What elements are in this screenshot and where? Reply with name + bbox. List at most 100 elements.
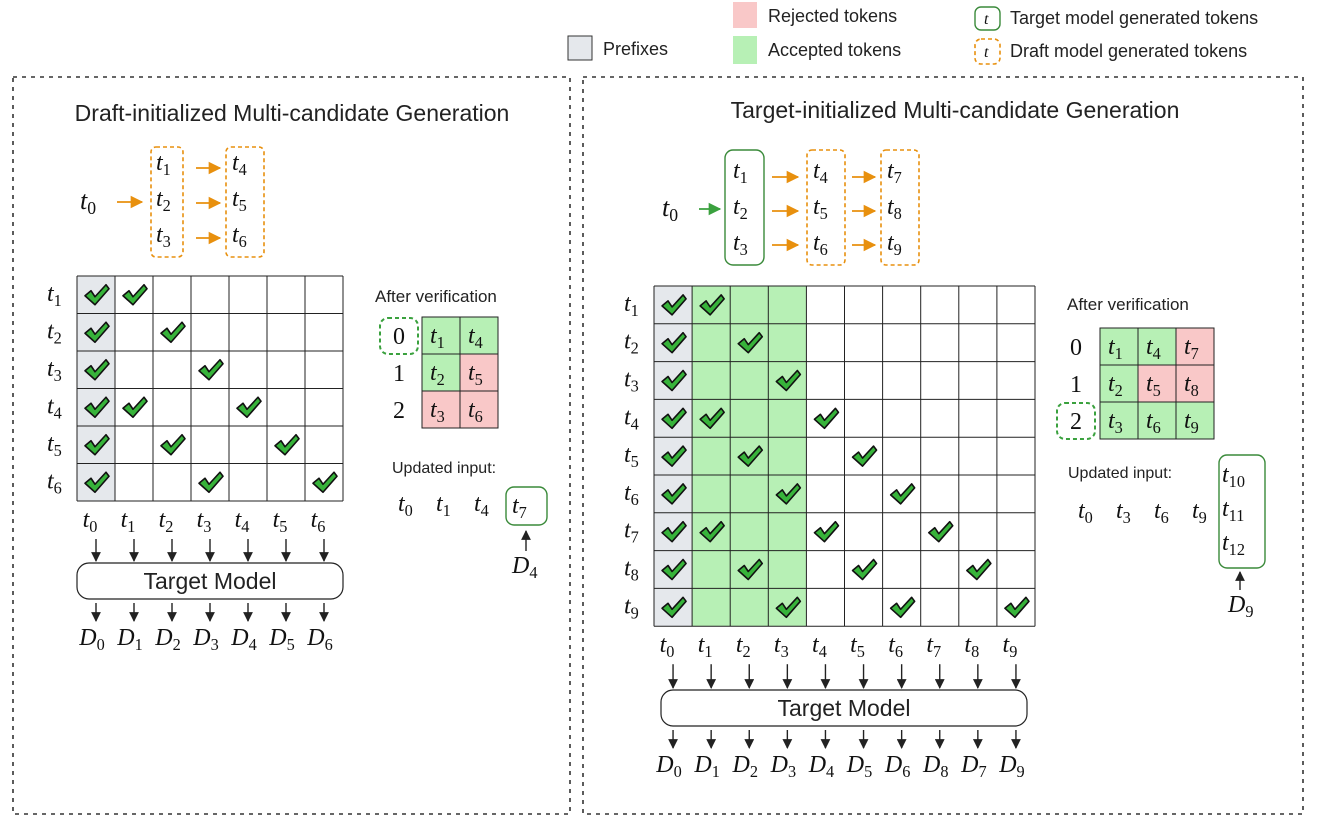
right-row-label: t8 <box>624 556 639 585</box>
right-target-model-label: Target Model <box>778 695 911 721</box>
right-check-mark <box>737 558 764 581</box>
right-target-model-box <box>660 689 1028 727</box>
right-check-mark <box>661 558 687 581</box>
left-col-label: t4 <box>235 507 250 536</box>
right-verification-token: t2 <box>1108 371 1123 400</box>
right-check-mark <box>699 407 725 430</box>
right-panel-title: Target-initialized Multi-candidate Gener… <box>731 97 1180 123</box>
right-target-token: t3 <box>733 230 748 259</box>
right-check-mark <box>889 483 916 505</box>
left-check-mark <box>84 433 110 456</box>
right-target-box <box>724 149 765 266</box>
right-updated-token: t3 <box>1116 498 1131 527</box>
right-row-label: t6 <box>624 480 639 509</box>
right-draft-token: t6 <box>813 230 828 259</box>
legend-rejected-swatch <box>733 2 757 28</box>
left-check-mark <box>84 396 110 419</box>
right-verification-cell-accepted <box>1175 401 1215 440</box>
left-selected-index-box <box>379 317 419 355</box>
left-updated-input-label: Updated input: <box>392 460 496 477</box>
right-output-label: D6 <box>884 752 911 781</box>
left-col-label: t0 <box>83 507 98 536</box>
left-col-label: t6 <box>311 507 326 536</box>
right-check-mark <box>775 369 802 392</box>
right-row-label: t3 <box>624 367 639 396</box>
left-check-mark <box>84 358 110 381</box>
right-verification-token: t9 <box>1184 408 1199 437</box>
left-verification-token: t2 <box>430 360 445 389</box>
right-draft-token: t7 <box>887 158 902 187</box>
right-verification-cell-accepted <box>1099 364 1139 403</box>
right-draft-token: t4 <box>813 158 828 187</box>
right-verification-title: After verification <box>1067 295 1189 314</box>
right-selected-index-box <box>1056 402 1096 440</box>
right-output-label: D0 <box>655 752 682 781</box>
left-output-label: D3 <box>192 625 219 654</box>
left-verification-index: 1 <box>393 361 405 387</box>
right-verification-token: t6 <box>1146 408 1161 437</box>
left-output-label: D0 <box>78 625 105 654</box>
right-check-mark <box>661 520 687 543</box>
right-check-mark <box>927 520 954 543</box>
left-target-model-label: Target Model <box>144 568 277 594</box>
right-draft-token: t5 <box>813 194 828 223</box>
left-draft-token: t5 <box>232 186 247 215</box>
left-verification-index: 2 <box>393 398 405 424</box>
right-target-token: t1 <box>733 158 748 187</box>
right-verification-token: t4 <box>1146 334 1161 363</box>
left-verification-cell-rejected <box>459 353 499 392</box>
right-draft-token: t8 <box>887 194 902 223</box>
right-new-tokens-box <box>1218 454 1266 569</box>
legend-prefix-swatch <box>567 35 593 61</box>
right-verification-index: 0 <box>1070 335 1082 361</box>
left-output-label: D2 <box>154 625 181 654</box>
right-col-label: t9 <box>1003 632 1018 661</box>
right-check-mark <box>699 294 725 316</box>
left-check-mark <box>84 283 110 306</box>
right-verification-cell-accepted <box>1099 401 1139 440</box>
right-verification-index: 1 <box>1070 372 1082 398</box>
right-row-label: t7 <box>624 518 639 547</box>
left-new-token-box <box>505 486 548 526</box>
left-target-model-box <box>76 562 344 600</box>
left-draft-token: t1 <box>156 150 171 179</box>
right-root-token: t0 <box>662 193 678 225</box>
right-verification-cell-rejected <box>1137 364 1177 403</box>
right-check-mark <box>966 558 992 581</box>
left-draft-token: t6 <box>232 222 247 251</box>
left-output-label: D4 <box>230 625 257 654</box>
right-check-mark <box>737 445 764 467</box>
left-new-token: t7 <box>512 493 527 522</box>
right-check-mark <box>813 407 840 430</box>
right-check-mark <box>775 483 802 505</box>
left-check-mark <box>84 471 110 494</box>
right-verification-token: t3 <box>1108 408 1123 437</box>
right-output-label: D1 <box>693 752 720 781</box>
left-verification-token: t3 <box>430 397 445 426</box>
left-check-mark <box>198 471 224 494</box>
right-updated-token: t0 <box>1078 498 1093 527</box>
left-draft-box-1 <box>150 146 184 258</box>
legend-accepted-swatch <box>733 36 757 64</box>
right-verification-cell-accepted <box>1137 401 1177 440</box>
legend-draft-label: Draft model generated tokens <box>1010 41 1247 61</box>
left-draft-token: t3 <box>156 222 171 251</box>
left-verification-cell-accepted <box>421 353 461 392</box>
left-draft-token: t4 <box>232 150 247 179</box>
left-col-label: t1 <box>121 507 136 536</box>
right-verification-cell-rejected <box>1175 364 1215 403</box>
right-check-mark <box>661 331 687 354</box>
left-verification-token: t5 <box>468 360 483 389</box>
right-check-mark <box>851 445 878 467</box>
right-draft-box-1 <box>806 149 846 266</box>
legend-draft-glyph: t <box>984 44 989 61</box>
right-check-mark <box>813 520 840 543</box>
right-verification-cell-accepted <box>1137 327 1177 366</box>
right-output-label: D9 <box>998 752 1024 781</box>
right-verification-token: t1 <box>1108 334 1123 363</box>
left-verification-token: t6 <box>468 397 483 426</box>
right-col-label: t6 <box>888 632 903 661</box>
right-check-mark <box>775 596 802 619</box>
